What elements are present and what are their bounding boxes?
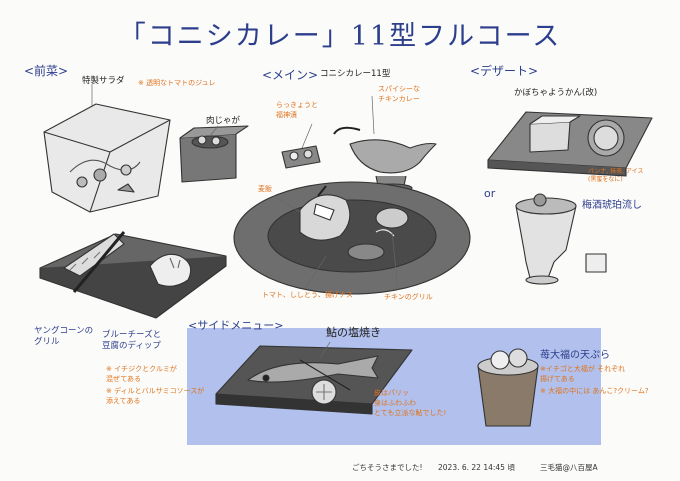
pickles-label: らっきょうと 福神漬 bbox=[276, 101, 318, 119]
section-dessert: <デザート> bbox=[470, 64, 539, 78]
or-label: or bbox=[484, 187, 496, 200]
dip-note-2: ※ ディルとバルサミコソースが 添えてある bbox=[106, 387, 205, 405]
salad-note: ※ 透明なトマトのジュレ bbox=[138, 79, 216, 87]
main-name: コニシカレー11型 bbox=[320, 69, 391, 79]
parfait-label: パンナ, 抹茶, アイス (黒蜜をなに) bbox=[588, 168, 644, 183]
footer-thanks: ごちそうさまでした! bbox=[352, 463, 423, 472]
salad-label: 特製サラダ bbox=[82, 76, 125, 86]
chicken-label: チキンのグリル bbox=[384, 293, 433, 301]
footer-author: 三毛猫@八百屋A bbox=[540, 463, 598, 472]
sauce-label: スパイシーな チキンカレー bbox=[378, 85, 420, 103]
kohaku-label: 梅酒琥珀流し bbox=[582, 200, 642, 211]
veg-label: トマト、ししとう、揚げナス bbox=[262, 291, 353, 299]
yokan-label: かぼちゃようかん(改) bbox=[514, 88, 598, 98]
page-title: 「コニシカレー」11型フルコース bbox=[118, 21, 562, 52]
corn-label: ヤングコーンの グリル bbox=[34, 326, 94, 347]
section-main: <メイン> bbox=[262, 68, 319, 82]
dip-label: ブルーチーズと 豆腐のディップ bbox=[102, 330, 162, 351]
ayu-label: 鮎の塩焼き bbox=[326, 326, 381, 339]
nikujaga-label: 肉じゃが bbox=[206, 116, 241, 126]
dip-note-1: ※ イチジクとクルミが 混ぜてある bbox=[106, 365, 177, 383]
rice-label: 麦飯 bbox=[258, 185, 272, 193]
tempura-note-1: ※イチゴと大福が それぞれ 揚げてある bbox=[540, 365, 626, 383]
section-starter: <前菜> bbox=[24, 64, 69, 78]
ayu-note: 皮はパリッ 身はふわふわ とても立派な鮎でした! bbox=[374, 389, 447, 417]
side-menu-highlight bbox=[187, 328, 601, 445]
tempura-note-2: ※ 大福の中には あんこ?クリーム? bbox=[540, 387, 649, 395]
section-side: <サイドメニュー> bbox=[188, 319, 284, 332]
footer-date: 2023. 6. 22 14:45 頃 bbox=[438, 463, 515, 472]
tempura-label: 苺大福の天ぷら bbox=[540, 350, 610, 361]
